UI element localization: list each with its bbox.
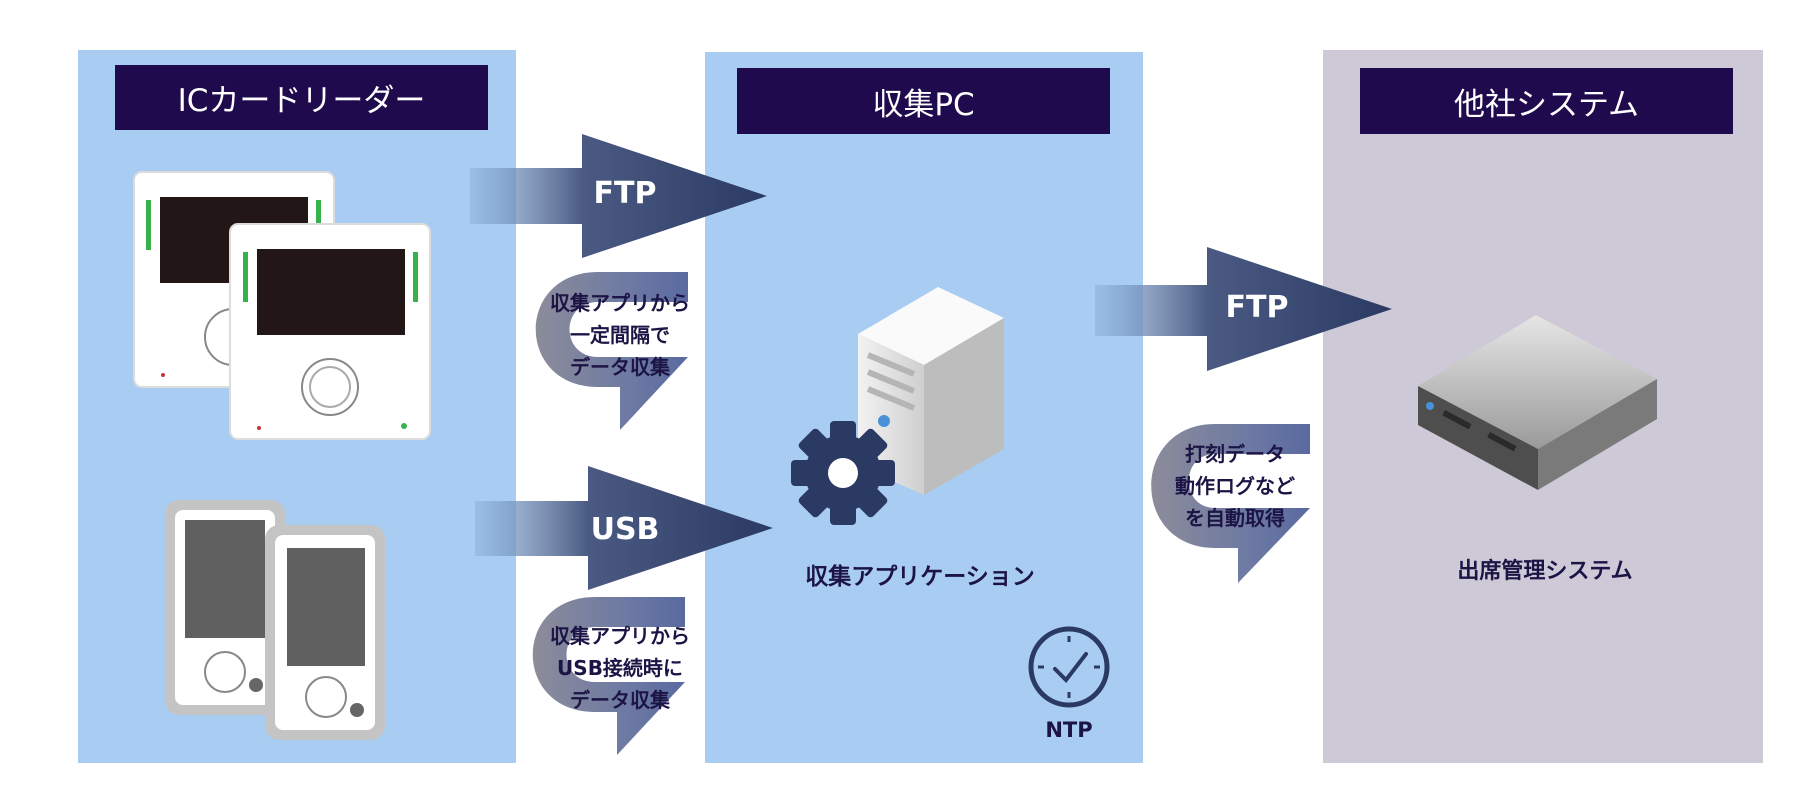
ftp-label-right: FTP [1225, 290, 1289, 325]
ntp-label: NTP [1045, 718, 1093, 742]
clock-icon [1028, 626, 1110, 708]
handheld-reader-icon [165, 500, 385, 740]
card-reader-icon [133, 171, 431, 440]
rack-server-icon [1418, 315, 1657, 490]
pc-title: 収集PC [737, 68, 1110, 134]
other-system-title: 他社システム [1360, 68, 1733, 134]
ftp-note-arrow [535, 272, 688, 430]
sys-note: 打刻データ 動作ログなど を自動取得 [1175, 442, 1295, 530]
ftp-note: 収集アプリから 一定間隔で データ収集 [550, 291, 690, 379]
usb-note: 収集アプリから USB接続時に データ収集 [550, 624, 690, 712]
gear-icon [791, 421, 895, 525]
ftp-arrow-right [1095, 247, 1392, 371]
ftp-label-left: FTP [593, 176, 657, 211]
reader-title: ICカードリーダー [115, 65, 488, 130]
sys-note-arrow [1151, 424, 1310, 583]
attendance-label: 出席管理システム [1457, 559, 1633, 584]
ftp-arrow-left [470, 134, 767, 258]
usb-arrow [475, 466, 773, 590]
app-label: 収集アプリケーション [805, 564, 1035, 590]
usb-label: USB [590, 512, 660, 547]
usb-note-arrow [532, 597, 685, 755]
